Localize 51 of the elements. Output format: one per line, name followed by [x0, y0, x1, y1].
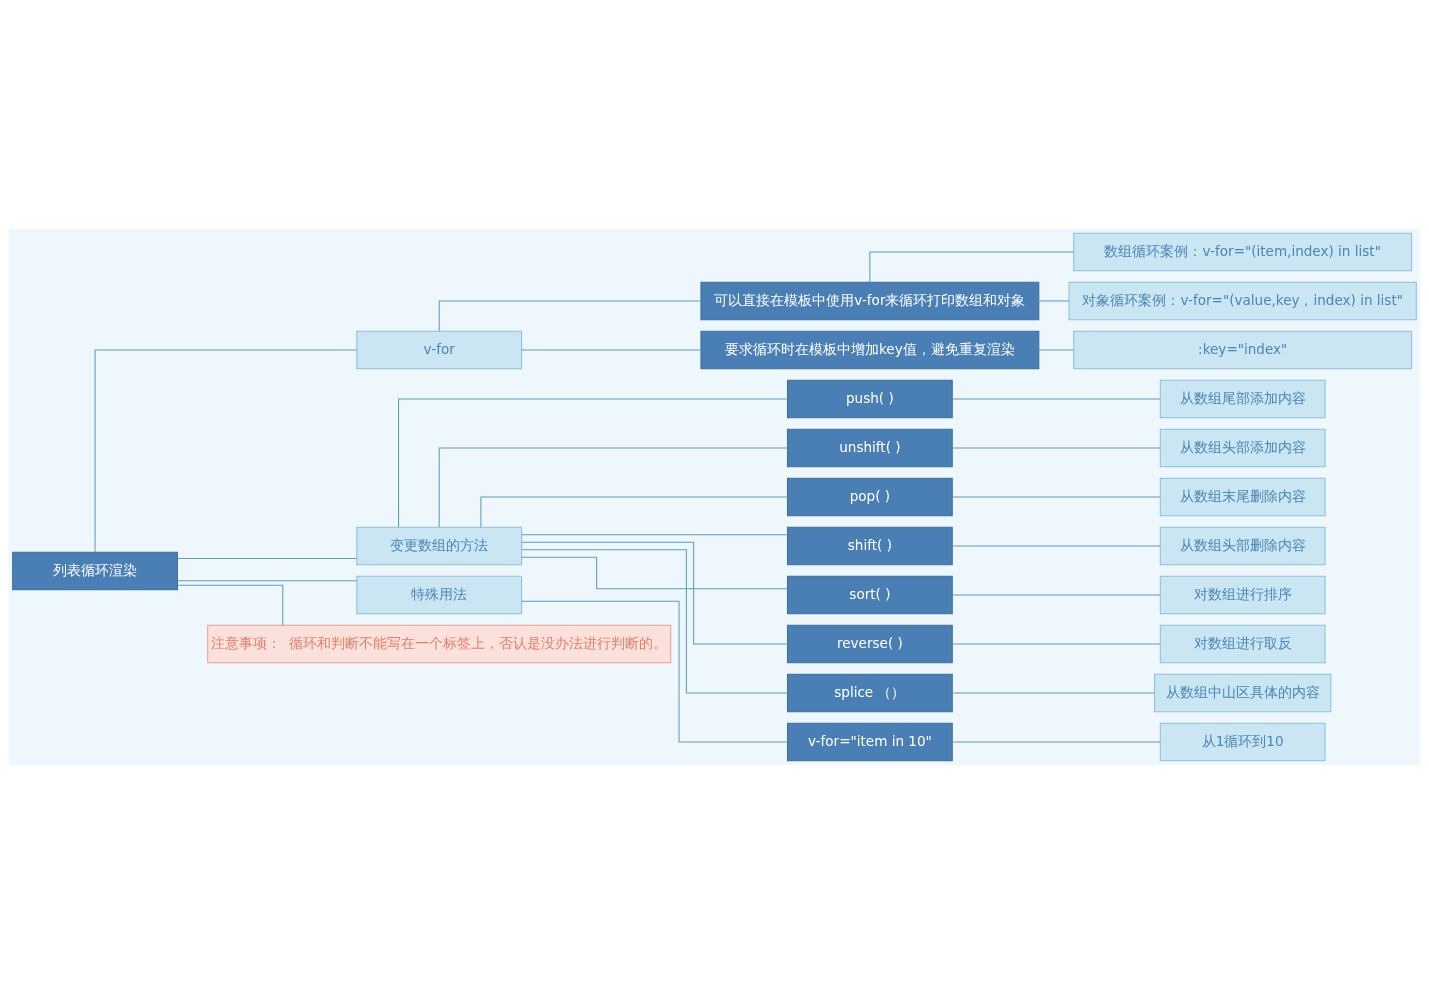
node-box: 注意事项： 循环和判断不能写在一个标签上，否认是没办法进行判断的。	[207, 624, 672, 663]
node-box: push( )	[787, 379, 953, 418]
connector	[94, 348, 358, 553]
connector	[398, 397, 788, 528]
node-box: splice （）	[787, 673, 953, 712]
connector	[521, 556, 788, 589]
connector	[952, 446, 1161, 448]
connector	[952, 643, 1161, 645]
node-box: 对数组进行取反	[1159, 624, 1326, 663]
connector	[521, 348, 702, 350]
connector	[521, 548, 788, 694]
connector	[521, 533, 788, 535]
connector	[177, 579, 358, 581]
connector	[438, 299, 702, 332]
node-box: :key="index"	[1073, 330, 1413, 369]
connector	[438, 446, 788, 528]
connector	[869, 250, 1075, 283]
node-box: 从数组末尾删除内容	[1159, 477, 1326, 516]
connector	[952, 496, 1161, 497]
node-box: 从数组头部删除内容	[1159, 526, 1326, 565]
node-box: v-for	[356, 330, 523, 369]
connector	[177, 557, 358, 559]
node-box: 要求循环时在模板中增加key值，避免重复渲染	[700, 330, 1040, 369]
node-box: 变更数组的方法	[356, 526, 523, 565]
connector	[952, 397, 1161, 399]
connector	[1038, 348, 1075, 350]
node-box: 从数组尾部添加内容	[1159, 379, 1326, 418]
connector	[521, 600, 788, 743]
node-box: 可以直接在模板中使用v-for来循环打印数组和对象	[700, 281, 1040, 320]
node-box: reverse( )	[787, 624, 953, 663]
node-box: 从数组头部添加内容	[1159, 428, 1326, 467]
node-box: unshift( )	[787, 428, 953, 467]
node-box: 从1循环到10	[1159, 722, 1326, 761]
node-box: shift( )	[787, 526, 953, 565]
connector	[952, 741, 1161, 743]
connector	[952, 545, 1161, 547]
node-box: sort( )	[787, 575, 953, 614]
connector	[521, 541, 788, 645]
connector	[177, 584, 284, 626]
node-box: 数组循环案例：v-for="(item,index) in list"	[1073, 232, 1413, 271]
node-box: 对象循环案例：v-for="(value,key，index) in list"	[1068, 281, 1417, 320]
connector	[480, 496, 788, 528]
node-box: 列表循环渲染	[12, 551, 178, 590]
node-box: 特殊用法	[356, 575, 523, 614]
node-box: 对数组进行排序	[1159, 575, 1326, 614]
connector	[952, 594, 1161, 596]
node-box: pop( )	[787, 477, 953, 516]
connector	[1038, 299, 1070, 301]
connector	[952, 692, 1155, 694]
node-box: v-for="item in 10"	[787, 722, 953, 761]
node-box: 从数组中山区具体的内容	[1154, 673, 1332, 712]
